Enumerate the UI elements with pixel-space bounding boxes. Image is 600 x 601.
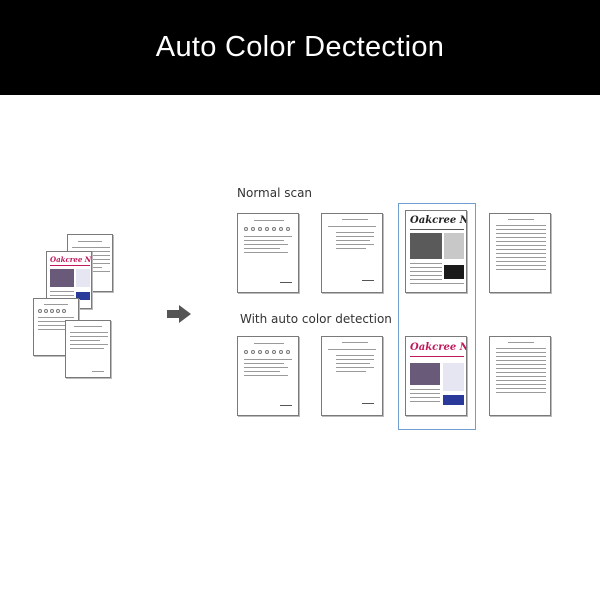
title-bar: Auto Color Dectection bbox=[0, 0, 600, 95]
normal-scan-page-newsletter-gray: Oakcree News bbox=[405, 210, 467, 293]
auto-color-detection-label: With auto color detection bbox=[240, 312, 392, 326]
source-page-text bbox=[65, 320, 111, 378]
normal-scan-page-form-circles bbox=[237, 213, 299, 293]
right-arrow-icon bbox=[167, 305, 191, 323]
auto-color-page-text bbox=[321, 336, 383, 416]
source-newsletter-masthead: Oakcree News bbox=[50, 255, 92, 264]
newsletter-comparison-highlight bbox=[398, 203, 476, 430]
auto-color-newsletter-masthead: Oakcree News bbox=[410, 342, 466, 353]
auto-color-page-table bbox=[489, 336, 551, 416]
normal-scan-page-table bbox=[489, 213, 551, 293]
auto-color-page-newsletter-color: Oakcree News bbox=[405, 336, 467, 416]
normal-scan-newsletter-masthead: Oakcree News bbox=[410, 215, 466, 226]
auto-color-page-form-circles bbox=[237, 336, 299, 416]
normal-scan-page-text bbox=[321, 213, 383, 293]
normal-scan-label: Normal scan bbox=[237, 186, 313, 200]
page-title: Auto Color Dectection bbox=[155, 31, 445, 63]
